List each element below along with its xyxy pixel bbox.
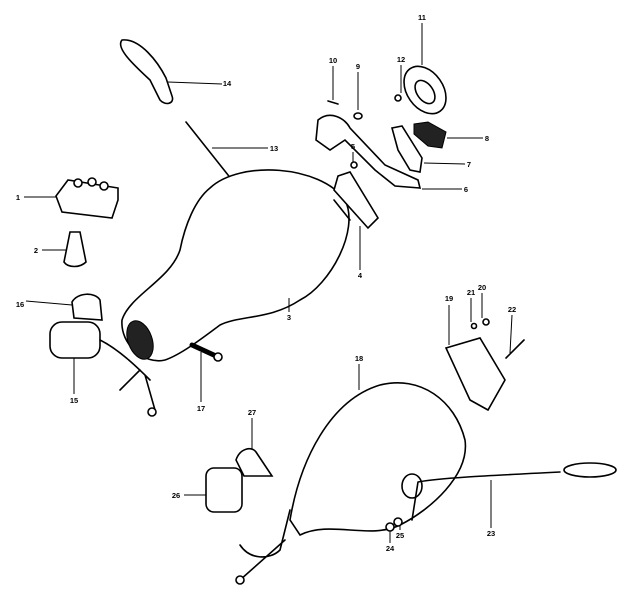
label-26: 26 xyxy=(172,491,180,500)
label-5: 5 xyxy=(351,142,355,151)
part-23-lever xyxy=(401,462,617,528)
part-8-cam xyxy=(413,121,483,149)
label-9: 9 xyxy=(356,62,360,71)
part-26-capacitor xyxy=(184,467,243,513)
label-15: 15 xyxy=(70,396,78,405)
label-10: 10 xyxy=(329,56,337,65)
part-14-handle-grip xyxy=(119,39,223,105)
label-24: 24 xyxy=(386,544,395,553)
part-4-switch-plate xyxy=(333,171,380,270)
part-3-upper-housing xyxy=(121,169,350,362)
part-9-washer xyxy=(353,72,363,120)
label-12: 12 xyxy=(397,55,405,64)
label-1: 1 xyxy=(16,193,20,202)
part-22-pin xyxy=(505,314,525,359)
part-27-clip xyxy=(235,418,274,477)
part-19-switch xyxy=(444,305,506,412)
part-11-ring xyxy=(403,23,447,115)
label-3: 3 xyxy=(287,313,291,322)
label-7: 7 xyxy=(467,160,471,169)
label-8: 8 xyxy=(485,134,489,143)
label-6: 6 xyxy=(464,185,468,194)
label-2: 2 xyxy=(34,246,38,255)
part-13-rod xyxy=(185,121,268,181)
label-13: 13 xyxy=(270,144,278,153)
part-17-screw xyxy=(189,342,223,402)
part-12-screw xyxy=(394,65,402,102)
part-16-clip xyxy=(25,293,103,321)
part-6-lever xyxy=(315,114,462,190)
label-22: 22 xyxy=(508,305,516,314)
label-14: 14 xyxy=(223,79,232,88)
part-7-plate xyxy=(391,125,466,173)
label-25: 25 xyxy=(396,531,404,540)
label-19: 19 xyxy=(445,294,453,303)
label-18: 18 xyxy=(355,354,363,363)
part-25-washer xyxy=(393,517,403,530)
label-4: 4 xyxy=(358,271,363,280)
label-17: 17 xyxy=(197,404,205,413)
part-18-lower-housing xyxy=(235,364,467,585)
label-21: 21 xyxy=(467,288,475,297)
part-5-screw xyxy=(350,152,358,169)
part-10-pin xyxy=(327,66,339,105)
part-15-condenser xyxy=(49,321,157,417)
label-23: 23 xyxy=(487,529,495,538)
label-16: 16 xyxy=(16,300,24,309)
part-1-terminal-block xyxy=(24,177,119,219)
part-number-labels: 1 2 3 4 5 6 7 8 9 10 11 12 13 14 15 16 1… xyxy=(16,13,516,553)
label-27: 27 xyxy=(248,408,256,417)
part-2-knob xyxy=(42,231,87,268)
label-11: 11 xyxy=(418,13,426,22)
part-20-screw xyxy=(481,293,490,326)
label-20: 20 xyxy=(478,283,486,292)
part-21-washer xyxy=(470,298,478,330)
part-24-nut xyxy=(385,522,395,543)
